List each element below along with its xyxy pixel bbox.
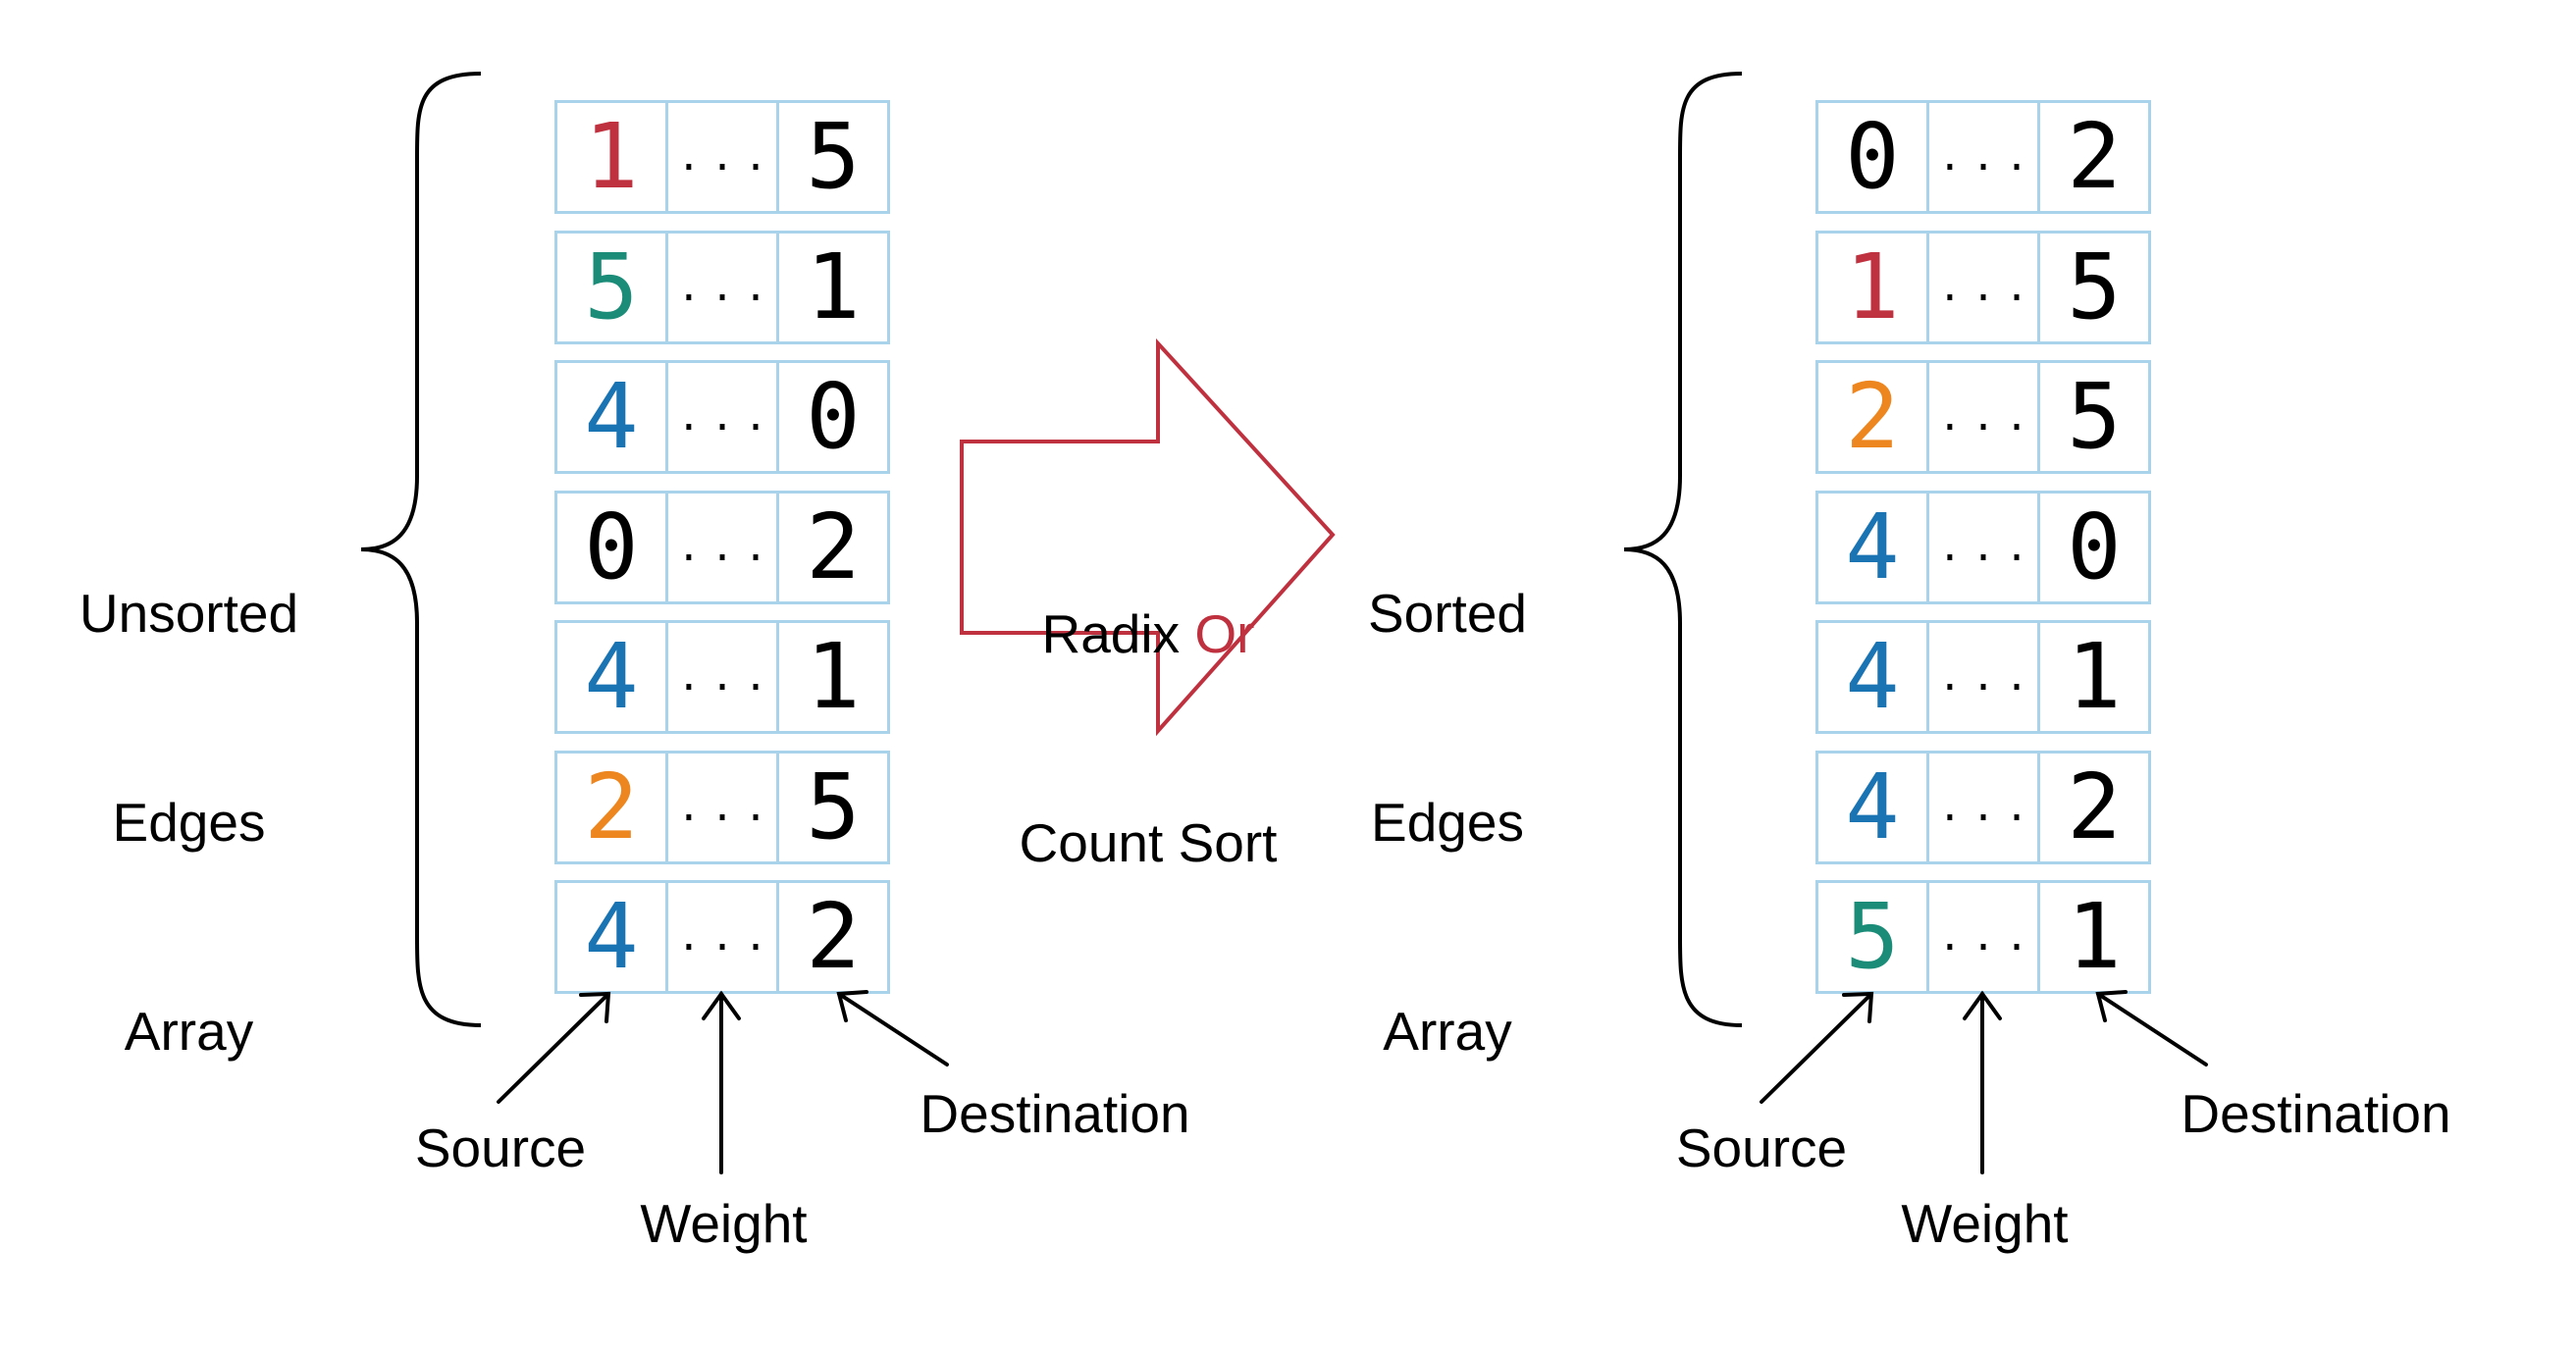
sorted-row-7-destination-cell: 1 <box>2037 880 2151 994</box>
sorted-label-line-2: Edges <box>1371 792 1524 853</box>
sorted-row-2-source-cell: 1 <box>1815 231 1929 344</box>
unsorted-row-3-destination-cell: 0 <box>776 360 890 474</box>
unsorted-row-7-source-cell: 4 <box>554 880 668 994</box>
sorted-row-3-destination-cell: 5 <box>2037 360 2151 474</box>
unsorted-source-label: Source <box>414 1118 587 1178</box>
sorted-row-6-destination-cell: 2 <box>2037 751 2151 864</box>
sorted-array-label: Sorted Edges Array <box>1335 440 1560 1206</box>
unsorted-row-2-source-cell: 5 <box>554 231 668 344</box>
unsorted-array-label: Unsorted Edges Array <box>20 440 358 1206</box>
sort-arrow-line-2: Count Sort <box>1019 812 1278 873</box>
sorted-row-3-source-cell: 2 <box>1815 360 1929 474</box>
unsorted-row-6-destination-cell: 5 <box>776 751 890 864</box>
sorted-label-line-3: Array <box>1383 1001 1512 1062</box>
unsorted-label-line-3: Array <box>124 1001 254 1062</box>
sorted-row-5-destination-cell: 1 <box>2037 620 2151 734</box>
unsorted-destination-label: Destination <box>920 1083 1190 1144</box>
unsorted-row-2-destination-cell: 1 <box>776 231 890 344</box>
sorted-row-2-weight-cell: ... <box>1926 231 2040 344</box>
sorted-label-line-1: Sorted <box>1367 583 1528 644</box>
sort-method-radix: Radix <box>1041 603 1181 664</box>
unsorted-row-5-destination-cell: 1 <box>776 620 890 734</box>
unsorted-row-6-source-cell: 2 <box>554 751 668 864</box>
sorted-source-label: Source <box>1675 1118 1848 1178</box>
sorted-row-4-destination-cell: 0 <box>2037 491 2151 604</box>
sort-method-or: Or <box>1194 603 1255 664</box>
unsorted-row-5-source-cell: 4 <box>554 620 668 734</box>
unsorted-label-line-1: Unsorted <box>79 583 299 644</box>
sorted-row-7-source-cell: 5 <box>1815 880 1929 994</box>
sorted-row-1-destination-cell: 2 <box>2037 100 2151 214</box>
unsorted-label-line-2: Edges <box>112 792 266 853</box>
unsorted-row-2-weight-cell: ... <box>665 231 779 344</box>
unsorted-row-1-destination-cell: 5 <box>776 100 890 214</box>
sort-arrow-text: Radix Or Count Sort <box>972 460 1325 1017</box>
unsorted-row-7-destination-cell: 2 <box>776 880 890 994</box>
sort-arrow-line-1: Radix Or <box>972 599 1325 669</box>
unsorted-row-4-destination-cell: 2 <box>776 491 890 604</box>
unsorted-row-1-source-cell: 1 <box>554 100 668 214</box>
sorted-destination-label: Destination <box>2181 1083 2451 1144</box>
sorted-weight-label: Weight <box>1901 1193 2069 1254</box>
unsorted-weight-label: Weight <box>640 1193 808 1254</box>
sorted-row-2-destination-cell: 5 <box>2037 231 2151 344</box>
